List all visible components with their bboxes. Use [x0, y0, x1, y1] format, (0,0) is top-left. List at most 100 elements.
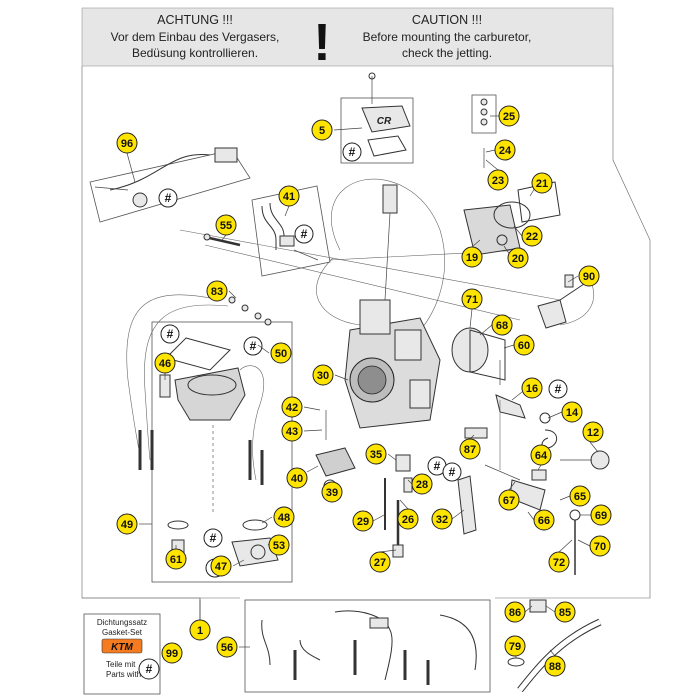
nut-25-c	[480, 118, 488, 126]
callout-32-circle	[431, 508, 453, 530]
callout-64-circle	[530, 444, 552, 466]
choke-body	[315, 447, 356, 477]
callout-12-circle	[582, 421, 604, 443]
screw-87	[464, 427, 488, 439]
washer-20	[496, 234, 508, 246]
carb-top-line	[384, 212, 391, 301]
washer-69	[569, 509, 581, 521]
lever-16	[495, 394, 526, 419]
warning-background	[81, 7, 614, 67]
hash-marker: #	[301, 227, 308, 241]
leader-24	[485, 149, 496, 153]
callout-28: 28	[416, 479, 428, 491]
leader-35	[387, 453, 397, 461]
callout-66: 66	[538, 515, 550, 527]
callout-42: 42	[286, 402, 298, 414]
frame-right	[495, 66, 651, 599]
callout-69: 69	[595, 510, 607, 522]
callout-23-circle	[487, 169, 509, 191]
hash-marker: #	[167, 327, 174, 341]
leader-30	[334, 374, 349, 381]
fitting-tube-b	[269, 202, 285, 237]
callout-49-circle	[116, 513, 138, 535]
legend-line3: Teile mit	[106, 660, 136, 669]
callout-47-circle	[210, 555, 232, 577]
leader-90	[567, 275, 579, 283]
callout-69-circle	[590, 504, 612, 526]
carb-logo-text: CR	[377, 116, 392, 127]
legend-line1: Dichtungssatz	[97, 618, 147, 627]
callout-70-circle	[589, 535, 611, 557]
callout-65-circle	[569, 485, 591, 507]
carb-float-area	[409, 379, 431, 409]
screw-head-5	[368, 72, 376, 80]
leader-19	[471, 239, 481, 248]
hash-marker-circle	[203, 528, 223, 548]
cable-56-c	[334, 610, 393, 681]
callout-60-circle	[513, 334, 535, 356]
hash-marker-circle	[442, 462, 462, 482]
carb-top-fitting	[382, 184, 398, 214]
part-41-fittings	[261, 202, 319, 261]
warning-de-line1: Vor dem Einbau des Vergasers,	[111, 30, 280, 44]
leader-43	[303, 429, 323, 432]
jet-holder-35	[395, 454, 411, 472]
fitting-56	[369, 617, 389, 629]
callout-56: 56	[221, 642, 233, 654]
callout-40: 40	[291, 473, 303, 485]
callout-90: 90	[583, 271, 595, 283]
leader-86	[524, 605, 533, 613]
callout-25: 25	[503, 111, 515, 123]
leader-42	[303, 406, 321, 411]
hash-marker-circle	[548, 379, 568, 399]
callout-16-circle	[521, 377, 543, 399]
callout-72-circle	[548, 551, 570, 573]
warning-de-title: ACHTUNG !!!	[157, 13, 233, 27]
callout-61-circle	[165, 548, 187, 570]
callout-68: 68	[496, 320, 508, 332]
callout-55-circle	[215, 214, 237, 236]
callout-79: 79	[509, 641, 521, 653]
callout-64: 64	[535, 450, 548, 462]
hotstart-connector	[214, 147, 238, 163]
hash-marker: #	[210, 531, 217, 545]
bracket-90	[537, 299, 567, 329]
slide-plate-32	[457, 475, 477, 535]
box-part-5	[340, 97, 414, 164]
nut-25-b	[480, 108, 488, 116]
callout-22: 22	[526, 231, 538, 243]
callout-21-circle	[531, 172, 553, 194]
leader-88	[549, 649, 556, 657]
callout-29: 29	[357, 516, 369, 528]
cap-12	[590, 450, 610, 470]
cable-left-inner	[144, 304, 229, 461]
cable-56-d	[439, 614, 477, 671]
leader-71	[469, 308, 473, 329]
leader-70	[577, 539, 591, 547]
callout-87-circle	[459, 438, 481, 460]
callout-41: 41	[283, 191, 295, 203]
hash-marker-circle	[158, 188, 178, 208]
hash-marker: #	[165, 191, 172, 205]
callout-30-circle	[312, 364, 334, 386]
float-bowl	[174, 367, 246, 421]
callout-71: 71	[466, 294, 478, 306]
callout-96-circle	[116, 132, 138, 154]
callout-48: 48	[278, 512, 290, 524]
leader-60	[503, 344, 515, 349]
hash-marker: #	[449, 465, 456, 479]
screw-83-d	[264, 318, 272, 326]
leader-67	[508, 481, 516, 491]
leader-26	[399, 499, 409, 510]
hash-marker: #	[250, 339, 257, 353]
ktm-logo-text: KTM	[111, 642, 133, 653]
callout-20: 20	[512, 253, 524, 265]
leader-50	[257, 344, 270, 354]
callout-53-circle	[268, 534, 290, 556]
callout-47: 47	[215, 561, 227, 573]
callout-90-circle	[578, 265, 600, 287]
callout-1-circle	[189, 619, 211, 641]
callout-70: 70	[594, 541, 606, 553]
